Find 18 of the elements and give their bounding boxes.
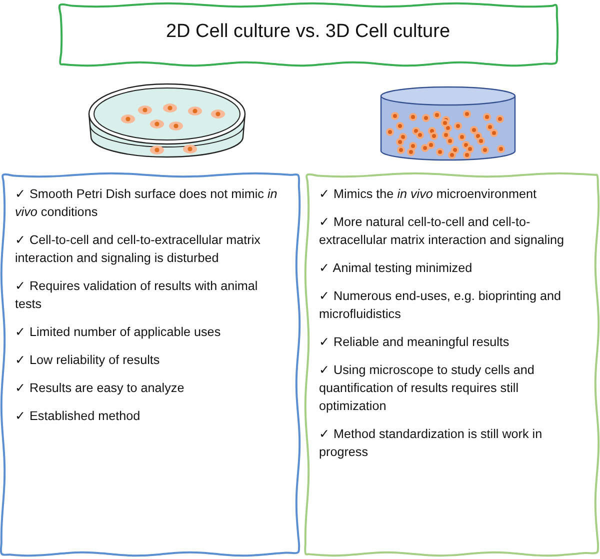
title-box — [60, 5, 556, 64]
list-panel — [307, 175, 597, 554]
list-panel — [3, 175, 298, 554]
list-item: ✓ Animal testing minimized — [319, 260, 474, 277]
list-item: ✓ Method standardization is still work in progress — [319, 426, 544, 461]
list-item: ✓ Low reliability of results — [15, 352, 161, 369]
list-item: ✓ Smooth Petri Dish surface does not mimic in vivo conditions — [15, 186, 278, 221]
list-item: ✓ Mimics the in vivo microenvironment — [319, 186, 538, 203]
heading: 2D Cell culture vs. 3D Cell culture — [164, 21, 452, 43]
list-item: ✓ Cell-to-cell and cell-to-extracellular matrix interaction and signaling is disturbed — [15, 232, 262, 267]
list-item: ✓ Limited number of applicable uses — [15, 324, 222, 341]
list-item: ✓ More natural cell-to-cell and cell-to-extracellular matrix interaction and signaling — [319, 214, 566, 249]
list-item: ✓ Results are easy to analyze — [15, 380, 186, 397]
list-item: ✓ Requires validation of results with animal tests — [15, 278, 259, 313]
list-item: ✓ Using microscope to study cells and quantification of results requires still optimization — [319, 362, 536, 415]
list-item: ✓ Reliable and meaningful results — [319, 334, 510, 351]
list-item: ✓ Numerous end-uses, e.g. bioprinting and microfluidistics — [319, 288, 562, 323]
list-item: ✓ Established method — [15, 408, 142, 425]
